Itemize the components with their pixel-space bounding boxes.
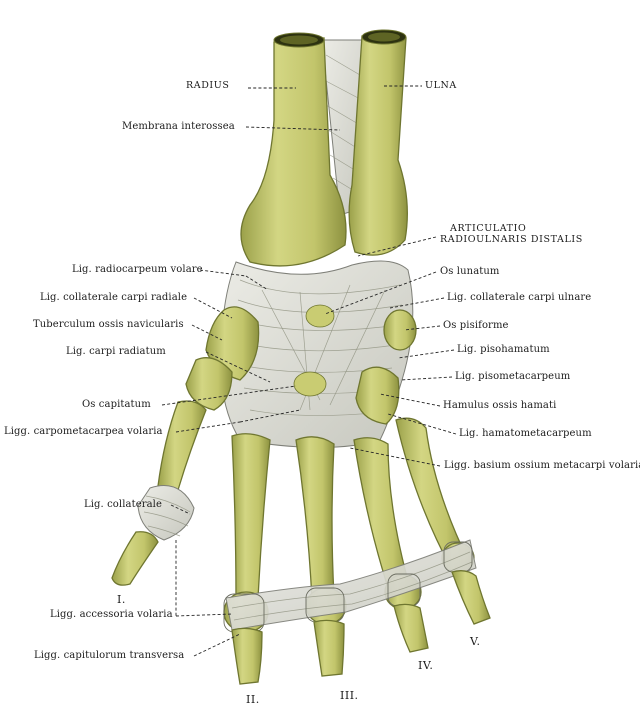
label-ligg-basium-ossium-metacarpi-volaria: Ligg. basium ossium metacarpi volaria xyxy=(444,460,640,471)
label-os-lunatum: Os lunatum xyxy=(440,266,500,277)
label-lig-pisohamatum: Lig. pisohamatum xyxy=(457,344,550,355)
proximal-phalanges xyxy=(231,570,491,685)
label-lig-collaterale-carpi-radiale: Lig. collaterale carpi radiale xyxy=(40,292,188,303)
label-digit-iv: IV. xyxy=(418,659,434,672)
ulnar-carpals xyxy=(355,309,417,425)
label-ligg-accessoria-volaria: Ligg. accessoria volaria xyxy=(50,609,173,620)
label-os-capitatum: Os capitatum xyxy=(82,399,151,410)
label-hamulus-ossis-hamati: Hamulus ossis hamati xyxy=(443,400,557,411)
label-lig-carpi-radiatum: Lig. carpi radiatum xyxy=(66,346,166,357)
label-lig-pisometacarpeum: Lig. pisometacarpeum xyxy=(455,371,571,382)
metacarpals xyxy=(231,417,469,601)
transverse-ligament-band xyxy=(223,539,477,633)
label-articulatio: ARTICULATIO xyxy=(450,223,527,234)
label-digit-ii: II. xyxy=(246,693,260,706)
label-ligg-capitulorum-transversa: Ligg. capitulorum transversa xyxy=(34,650,185,661)
thumb-digit-i xyxy=(111,400,207,586)
label-ligg-carpometacarpea-volaria: Ligg. carpometacarpea volaria xyxy=(4,426,163,437)
label-digit-i: I. xyxy=(117,593,126,606)
label-radius: RADIUS xyxy=(186,80,230,91)
label-lig-radiocarpeum-volare: Lig. radiocarpeum volare xyxy=(72,264,203,275)
label-radioulnaris-distalis: RADIOULNARIS DISTALIS xyxy=(440,234,583,245)
ulna-bone xyxy=(348,29,408,256)
radial-carpals xyxy=(185,306,260,411)
radius-bone xyxy=(240,32,347,267)
label-lig-collaterale: Lig. collaterale xyxy=(84,499,162,510)
label-digit-v: V. xyxy=(470,635,481,648)
label-ulna: ULNA xyxy=(425,80,457,91)
label-membrana-interossea: Membrana interossea xyxy=(122,121,235,132)
label-lig-hamatometacarpeum: Lig. hamatometacarpeum xyxy=(459,428,592,439)
label-tuberculum-ossis-navicularis: Tuberculum ossis navicularis xyxy=(33,319,184,330)
leader-lines xyxy=(161,85,457,657)
label-digit-iii: III. xyxy=(340,689,359,702)
label-lig-collaterale-carpi-ulnare: Lig. collaterale carpi ulnare xyxy=(447,292,592,303)
label-os-pisiforme: Os pisiforme xyxy=(443,320,509,331)
